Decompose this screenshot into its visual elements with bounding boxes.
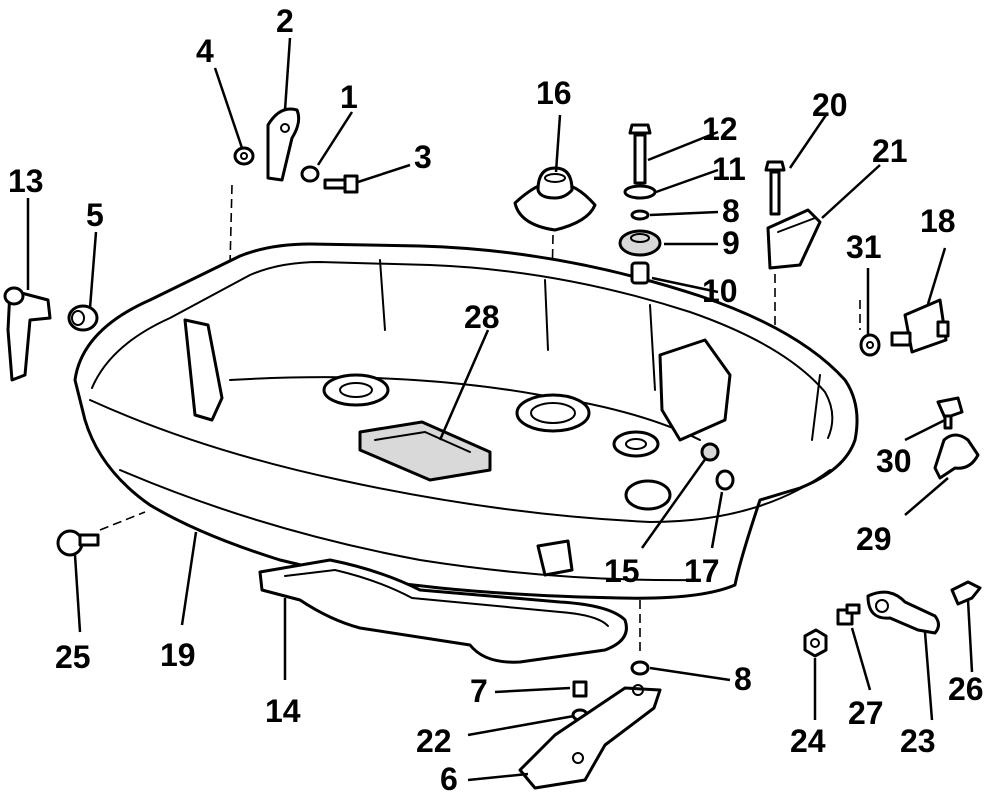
parts-5-13 <box>3 286 99 382</box>
top-left-hardware <box>233 107 359 194</box>
callout-5: 5 <box>86 197 104 233</box>
callout-12: 12 <box>702 111 738 147</box>
callout-29: 29 <box>856 521 892 557</box>
parts-18-31 <box>859 298 950 357</box>
callout-10: 10 <box>702 273 738 309</box>
callout-13: 13 <box>8 163 44 199</box>
callout-31: 31 <box>846 229 882 265</box>
callout-23: 23 <box>900 723 936 759</box>
bottom-bracket <box>518 660 662 790</box>
callout-11: 11 <box>712 151 746 187</box>
callout-21: 21 <box>872 133 908 169</box>
parts-20-21 <box>764 160 822 270</box>
callout-3: 3 <box>414 139 432 175</box>
leader-lines <box>26 37 974 782</box>
callout-27: 27 <box>848 695 884 731</box>
callout-4: 4 <box>196 33 214 69</box>
callout-22: 22 <box>416 723 452 759</box>
callout-14: 14 <box>265 693 301 729</box>
parts-15-17 <box>700 442 735 491</box>
callout-2: 2 <box>276 3 294 39</box>
callout-30: 30 <box>876 443 912 479</box>
lower-motor-cover <box>73 242 859 600</box>
bottom-right-hardware <box>803 580 982 658</box>
callout-25: 25 <box>55 639 91 675</box>
callout-18: 18 <box>920 203 956 239</box>
callout-16: 16 <box>536 75 572 111</box>
callout-17: 17 <box>684 553 720 589</box>
callout-1: 1 <box>340 79 358 115</box>
callout-labels: 1 2 3 4 5 6 7 8 8 9 10 11 12 13 14 15 16… <box>8 3 984 797</box>
callout-20: 20 <box>812 87 848 123</box>
part-28-plate <box>358 420 492 482</box>
callout-26: 26 <box>948 671 984 707</box>
part-25 <box>56 529 100 557</box>
callout-19: 19 <box>160 637 196 673</box>
callout-6: 6 <box>440 761 458 797</box>
callout-8-upper: 8 <box>722 193 740 229</box>
callout-8-lower: 8 <box>734 661 752 697</box>
callout-24: 24 <box>790 723 826 759</box>
callout-15: 15 <box>604 553 640 589</box>
callout-7: 7 <box>470 673 488 709</box>
part-16-grommet <box>513 166 597 232</box>
exhaust-seal-gasket <box>258 558 628 664</box>
callout-9: 9 <box>722 225 740 261</box>
callout-28: 28 <box>464 299 500 335</box>
fastener-stack <box>618 123 662 285</box>
parts-29-30 <box>933 396 980 480</box>
